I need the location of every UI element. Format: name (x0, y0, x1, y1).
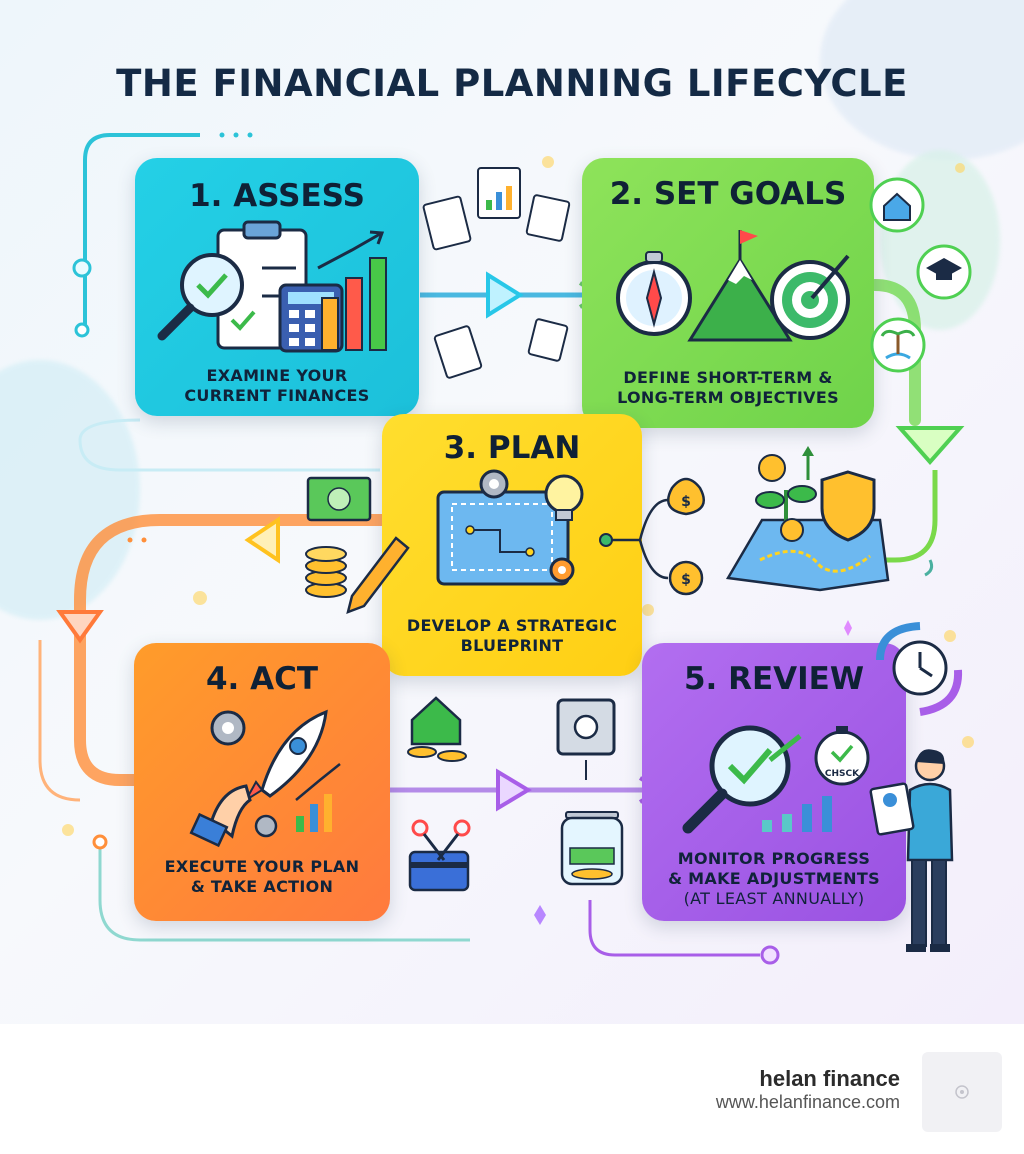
beach-bubble-icon (870, 317, 926, 373)
step-description: EXECUTE YOUR PLAN & TAKE ACTION (134, 857, 390, 897)
brand-url[interactable]: www.helanfinance.com (715, 1092, 900, 1112)
shield-icon (820, 470, 876, 542)
step-title: 4. ACT (205, 661, 319, 697)
step-description-line: DEFINE SHORT-TERM & (623, 368, 833, 387)
step-description-line: DEVELOP A STRATEGIC (406, 616, 618, 635)
step-description: DEFINE SHORT-TERM & LONG-TERM OBJECTIVES (582, 368, 874, 408)
step-description-line: & MAKE ADJUSTMENTS (668, 869, 880, 888)
step-assess-card: 1. ASSESS EXAMINE YOUR CURRENT FINANCES (135, 158, 419, 416)
page-title: THE FINANCIAL PLANNING LIFECYCLE (116, 62, 908, 105)
coin-gear-icon: $ (668, 560, 704, 596)
step-description: MONITOR PROGRESS & MAKE ADJUSTMENTS (AT … (642, 849, 906, 909)
step-description-line: BLUEPRINT (460, 636, 564, 655)
step-title: 5. REVIEW (683, 661, 865, 697)
step-title: 3. PLAN (443, 430, 581, 466)
document-icon (422, 167, 571, 379)
brand-name: helan finance (759, 1066, 900, 1091)
background-blob (0, 360, 140, 620)
money-bag-icon: $ (667, 477, 705, 516)
step-description-line: & TAKE ACTION (190, 877, 334, 896)
house-coins-icon (407, 696, 467, 762)
step-description-line: LONG-TERM OBJECTIVES (617, 388, 839, 407)
growth-plant-icon (755, 446, 817, 542)
footer: helan finance www.helanfinance.com (0, 1024, 1024, 1154)
step-description: DEVELOP A STRATEGIC BLUEPRINT (382, 616, 642, 656)
credit-card-scissors-icon (408, 819, 471, 892)
person-icon (906, 749, 954, 952)
step-title: 1. ASSESS (189, 178, 365, 214)
step-goals-card: 2. SET GOALS DEFINE SHORT-TERM & LONG-TE… (582, 158, 874, 428)
step-description: EXAMINE YOUR CURRENT FINANCES (135, 366, 419, 406)
background-blob (880, 150, 1000, 330)
step-act-card: 4. ACT EXECUTE YOUR PLAN & TAKE ACTION (134, 643, 390, 921)
step-plan-card: 3. PLAN DEVELOP A STRATEGIC BLUEPRINT (382, 414, 642, 676)
savings-jar-icon (560, 811, 624, 886)
safe-icon (556, 698, 616, 780)
svg-text:$: $ (681, 572, 691, 588)
infographic-canvas: THE FINANCIAL PLANNING LIFECYCLE (0, 0, 1024, 1024)
step-description-line: CURRENT FINANCES (184, 386, 370, 405)
step-description-line: EXAMINE YOUR (206, 366, 348, 385)
svg-text:$: $ (681, 494, 691, 510)
step-description-line: (AT LEAST ANNUALLY) (683, 889, 865, 908)
step-description-line: MONITOR PROGRESS (677, 849, 871, 868)
step-title: 2. SET GOALS (609, 176, 847, 212)
brand-logo (922, 1052, 1002, 1132)
step-description-line: EXECUTE YOUR PLAN (164, 857, 360, 876)
step-review-card: 5. REVIEW MONITOR PROGRESS & MAKE ADJUST… (642, 643, 906, 921)
banknote-icon (306, 476, 372, 522)
map-icon (725, 518, 890, 592)
coin-stack-icon (305, 546, 347, 598)
logo-icon (955, 1085, 969, 1099)
